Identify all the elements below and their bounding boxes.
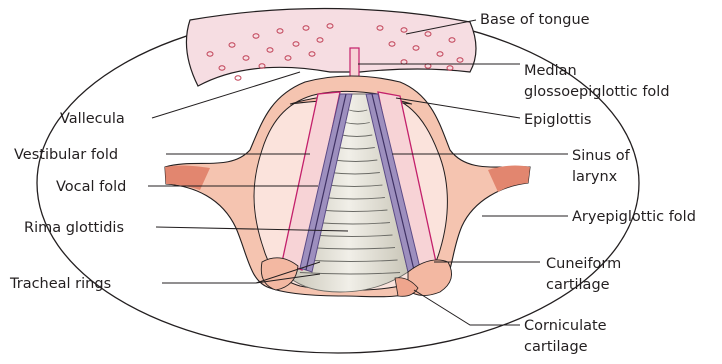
label-median-fold-line1: Median [524,63,577,79]
label-sinus-line2: larynx [572,169,618,185]
label-sinus-line1: Sinus of [572,148,631,164]
label-cuneiform-line2: cartilage [546,277,610,293]
label-median-fold-line2: glossoepiglottic fold [524,84,670,100]
label-vocal-fold: Vocal fold [56,179,126,195]
label-vestibular-fold: Vestibular fold [14,147,118,163]
label-corniculate-line1: Corniculate [524,318,607,334]
label-aryepiglottic-fold: Aryepiglottic fold [572,209,696,225]
label-corniculate-line2: cartilage [524,339,588,355]
tongue-dot [235,76,241,80]
label-tracheal-rings: Tracheal rings [9,276,111,292]
label-vallecula: Vallecula [60,111,125,127]
label-cuneiform-line1: Cuneiform [546,256,621,272]
label-base-of-tongue: Base of tongue [480,12,590,28]
label-epiglottis: Epiglottis [524,112,591,128]
label-rima-glottidis: Rima glottidis [24,220,124,236]
